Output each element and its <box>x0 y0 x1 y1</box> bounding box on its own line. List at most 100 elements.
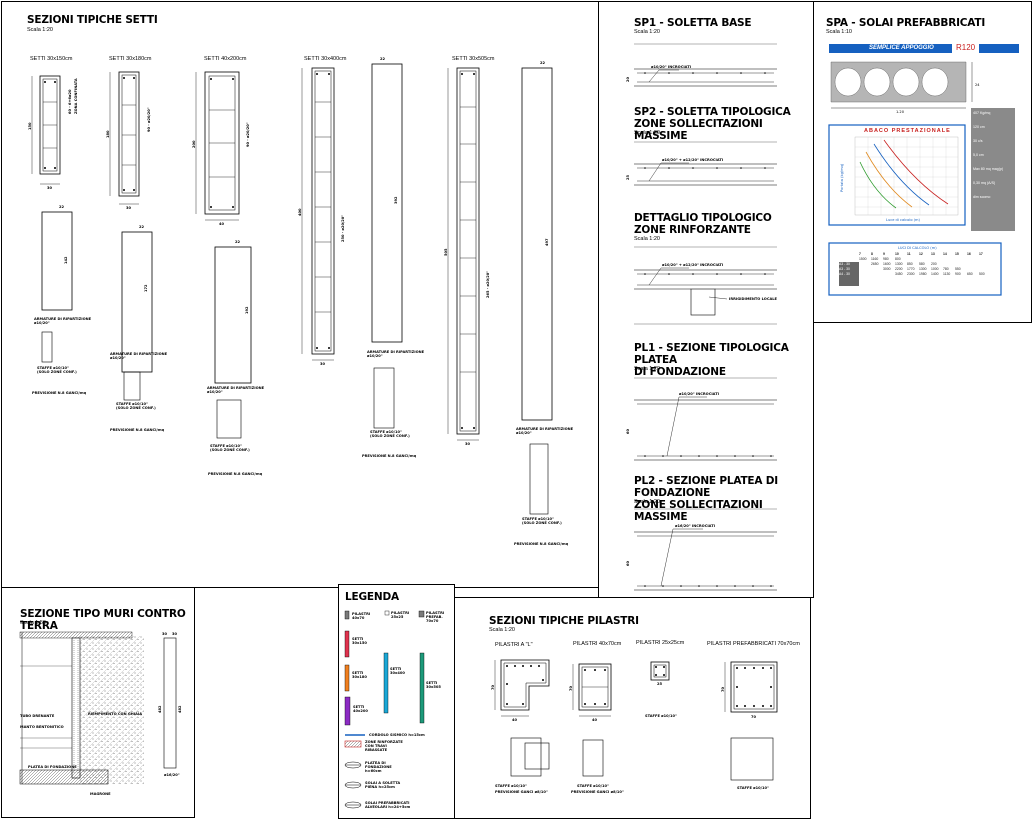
spa-scale: Scala 1:10 <box>826 29 852 35</box>
setti-dim-2: 180 <box>106 130 110 138</box>
pilastri-staffe-4: STAFFE ø10/10" <box>737 786 769 790</box>
legenda-line-1: CORDOLO SISMICO h=15cm <box>369 733 425 737</box>
setti-prev-3: PREVISIONE N.8 GANCI/mq <box>208 472 263 476</box>
setti-bars-note-1: 60 - 6+6ø20 <box>68 89 72 114</box>
setti-top-1: 22 <box>59 205 65 209</box>
muri-manto: MANTO BENTONITICO <box>20 725 64 729</box>
legenda-item-8: SETTI 40x200 <box>353 705 368 713</box>
spa-title: SPA - SOLAI PREFABBRICATI <box>826 17 986 29</box>
legenda-item-7: SETTI 30x505 <box>426 681 441 689</box>
muri-title: SEZIONE TIPO MURI CONTRO TERRA <box>20 608 186 632</box>
sp1-bar: ø10/20" INCROCIATI <box>651 65 691 69</box>
legenda-item-1: PILASTRI 40x70 <box>352 612 371 620</box>
spa-side-v3: 30 c/s <box>973 139 983 143</box>
setti-label-5: SETTI 30x505cm <box>452 56 495 62</box>
setti-armature-1: ARMATURE DI RIPARTIZIONE ø10/20" <box>34 317 92 325</box>
legenda-item-4: SETTI 30x150 <box>352 637 367 645</box>
pilastri-dim-5: 25 <box>657 682 663 686</box>
pilastri-prev-2: PREVISIONE GANCI ø8/10" <box>571 790 624 794</box>
muri-dim-5: ø16/20" <box>164 773 180 777</box>
legenda-swatch-setti-30x180 <box>344 664 350 692</box>
pilastri-title: SEZIONI TIPICHE PILASTRI <box>489 615 639 627</box>
legenda-line-3: PLATEA DI FONDAZIONE h=60cm <box>365 761 392 773</box>
setti-top-3: 22 <box>235 240 241 244</box>
spa-width: 1.20 <box>896 110 905 114</box>
setti-w-3: 40 <box>219 222 225 226</box>
spa-side-v5: Max 80 mq mag(p) <box>973 167 1004 171</box>
setti-w-1: 30 <box>47 186 53 190</box>
setti-armature-2: ARMATURE DI RIPARTIZIONE ø10/20" <box>110 352 168 360</box>
setti-w-4: 30 <box>320 362 326 366</box>
setti-h-3: 192 <box>245 306 249 314</box>
setti-h-5: 497 <box>545 238 549 246</box>
muri-scale: Scala 1:50 <box>20 620 46 626</box>
spa-height: 24 <box>975 83 980 87</box>
spa-drawing <box>828 61 1015 296</box>
setti-drawing <box>31 63 553 515</box>
muri-platea: PLATEA DI FONDAZIONE <box>28 765 77 769</box>
sp2-dim: 25 <box>626 174 630 180</box>
setti-dim-1: 150 <box>28 122 32 130</box>
pilastri-scale: Scala 1:20 <box>489 627 515 633</box>
setti-dim-3: 200 <box>192 140 196 148</box>
legenda-line-5: SOLAI PREFABBRICATI ALVEOLARI h=24+5cm <box>365 801 411 809</box>
setti-staffe-3: STAFFE ø10/10" (SOLO ZONE CONF.) <box>210 444 250 452</box>
setti-dim-5: 505 <box>444 248 448 256</box>
legenda-swatch-pilastri-prefab <box>418 610 425 618</box>
spa-side-v1: 407 Kg/mq <box>973 111 991 115</box>
solette-drawing <box>634 43 777 591</box>
legenda-swatch-setti-30x505 <box>419 652 425 724</box>
pilastri-drawing <box>494 659 778 781</box>
setti-staffe-2: STAFFE ø10/10" (SOLO ZONE CONF.) <box>116 402 156 410</box>
setti-staffe-1: STAFFE ø10/10" (SOLO ZONE CONF.) <box>37 366 77 374</box>
spa-chart-ylabel: Portata (kg/mq) <box>840 163 844 192</box>
pilastri-label-1: PILASTRI A "L" <box>495 642 533 648</box>
legenda-swatch-setti-30x400 <box>383 652 389 714</box>
pl2-title: PL2 - SEZIONE PLATEA DI FONDAZIONE ZONE … <box>634 475 778 523</box>
sp1-dim: 20 <box>626 76 630 82</box>
muri-dim-3: 482 <box>158 705 162 713</box>
setti-bars-note-2: 90 - ø20/20" <box>147 107 151 132</box>
pilastri-dim-1: 70 <box>491 684 495 690</box>
pilastri-label-3: PILASTRI 25x25cm <box>636 640 685 646</box>
legenda-drawing <box>344 610 425 809</box>
sp2-title: SP2 - SOLETTA TIPOLOGICA ZONE SOLLECITAZ… <box>634 106 791 142</box>
pl1-dim: 60 <box>626 428 630 434</box>
setti-confinata-1: ZONA CONFINATA <box>74 78 78 114</box>
setti-bars-note-5: 265 - ø20/20" <box>486 270 490 298</box>
setti-top-5: 22 <box>540 61 546 65</box>
setti-prev-5: PREVISIONE N.8 GANCI/mq <box>514 542 569 546</box>
setti-armature-4: ARMATURE DI RIPARTIZIONE ø10/20" <box>367 350 425 358</box>
pl1-scale: Scala 1:20 <box>634 366 660 372</box>
setti-staffe-4: STAFFE ø10/10" (SOLO ZONE CONF.) <box>370 430 410 438</box>
legenda-item-3: PILASTRI PREFAB. 70x70 <box>426 611 445 623</box>
spa-side-v2: 120 cm <box>973 125 985 129</box>
setti-top-2: 22 <box>139 225 145 229</box>
setti-armature-3: ARMATURE DI RIPARTIZIONE ø10/20" <box>207 386 265 394</box>
dett-bar: ø10/20" + ø12/20" INCROCIATI <box>662 263 724 267</box>
pilastri-label-4: PILASTRI PREFABBRICATI 70x70cm <box>707 641 800 647</box>
panel-legenda: LEGENDA PILASTRI 40x70 PILASTRI 25x25 PI… <box>338 584 455 819</box>
spa-banner-text: SEMPLICE APPOGGIO <box>869 45 934 51</box>
pilastri-staffe-1: STAFFE ø10/10" <box>645 714 677 718</box>
spa-banner: SEMPLICE APPOGGIO R120 <box>829 43 1019 53</box>
sp1-scale: Scala 1:20 <box>634 29 660 35</box>
setti-h-4: 392 <box>394 196 398 204</box>
legenda-item-6: SETTI 30x400 <box>390 667 405 675</box>
panel-spa: SPA - SOLAI PREFABBRICATI Scala 1:10 SEM… <box>813 1 1032 323</box>
muri-dim-2: 30 <box>172 632 178 636</box>
pilastri-prev-1: PREVISIONE GANCI ø8/10" <box>495 790 548 794</box>
setti-label-1: SETTI 30x150cm <box>30 56 73 62</box>
muri-dim-1: 30 <box>162 632 168 636</box>
spa-side-values: 407 Kg/mq 120 cm 30 c/s 5,0 cm Max 80 mq… <box>973 111 1015 199</box>
setti-h-1: 142 <box>64 256 68 264</box>
pilastri-dim-4: 40 <box>592 718 598 722</box>
setti-armature-5: ARMATURE DI RIPARTIZIONE ø10/20" <box>516 427 574 435</box>
pilastri-dim-2: 40 <box>512 718 518 722</box>
spa-banner-code: R120 <box>952 43 980 53</box>
